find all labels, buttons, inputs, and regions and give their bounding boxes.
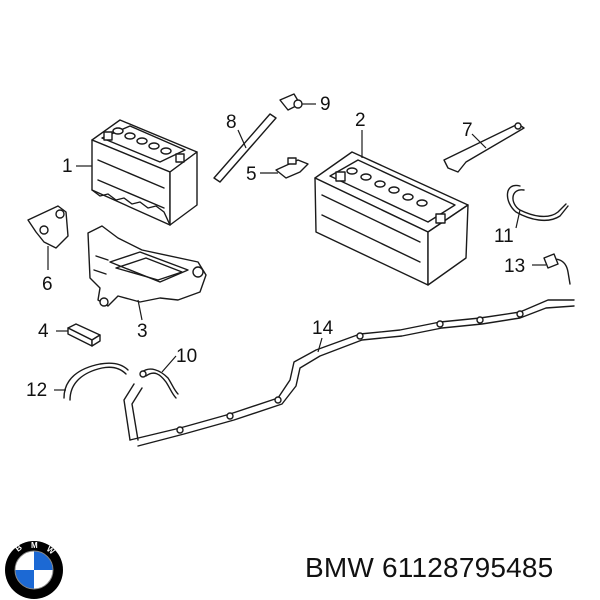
callout-14: 14	[312, 318, 334, 339]
callout-11: 11	[494, 226, 514, 247]
callout-13: 13	[504, 256, 525, 277]
callout-10: 10	[176, 346, 197, 367]
battery-large	[314, 151, 469, 286]
callout-5: 5	[246, 164, 257, 185]
leader-lines	[47, 103, 546, 391]
strap-part	[443, 122, 525, 173]
svg-text:B: B	[14, 543, 24, 554]
hose-part-10	[139, 368, 179, 399]
connector-part	[275, 157, 309, 179]
cable-part-11	[506, 184, 569, 222]
callout-8: 8	[226, 112, 237, 133]
callout-1: 1	[62, 156, 73, 177]
wiring-harness	[123, 299, 575, 447]
cable-part-13	[543, 253, 571, 285]
callout-7: 7	[462, 120, 473, 141]
hose-part-12	[63, 362, 129, 401]
bmw-logo-icon: B M W	[5, 541, 63, 599]
clip-part	[67, 323, 101, 347]
battery-tray	[87, 225, 207, 307]
part-number: 61128795485	[382, 552, 554, 583]
callout-4: 4	[38, 321, 49, 342]
battery-small	[91, 119, 198, 226]
callout-labels: 1 2 3 4 5 6 7 8 9 10 11 12 13 14	[26, 94, 525, 401]
callout-2: 2	[355, 110, 366, 131]
svg-text:W: W	[45, 544, 57, 556]
bracket-part	[27, 205, 69, 249]
rod-part	[213, 113, 277, 183]
svg-text:M: M	[31, 541, 38, 550]
callout-6: 6	[42, 274, 53, 295]
callout-9: 9	[320, 94, 331, 115]
brand-name: BMW	[305, 552, 375, 583]
callout-3: 3	[137, 321, 148, 342]
callout-12: 12	[26, 380, 47, 401]
terminal-part	[279, 93, 303, 111]
